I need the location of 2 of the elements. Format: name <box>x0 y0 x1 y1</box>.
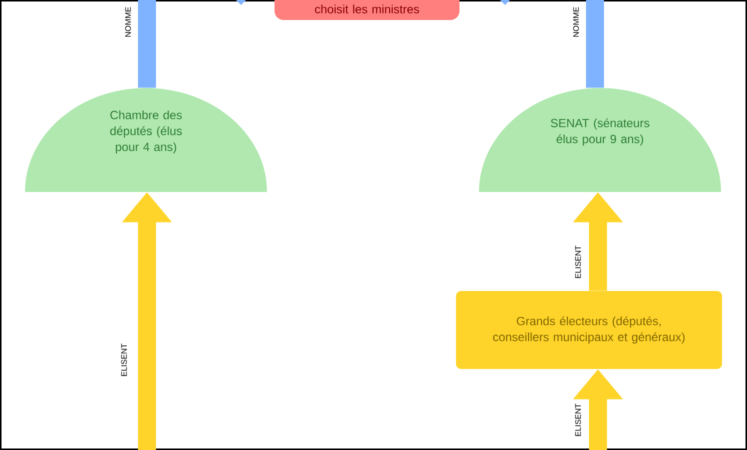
process-box: Grands électeurs (députés, conseillers municipaux et généraux) <box>456 291 722 369</box>
rounded-box: choisit les ministres <box>274 0 460 20</box>
